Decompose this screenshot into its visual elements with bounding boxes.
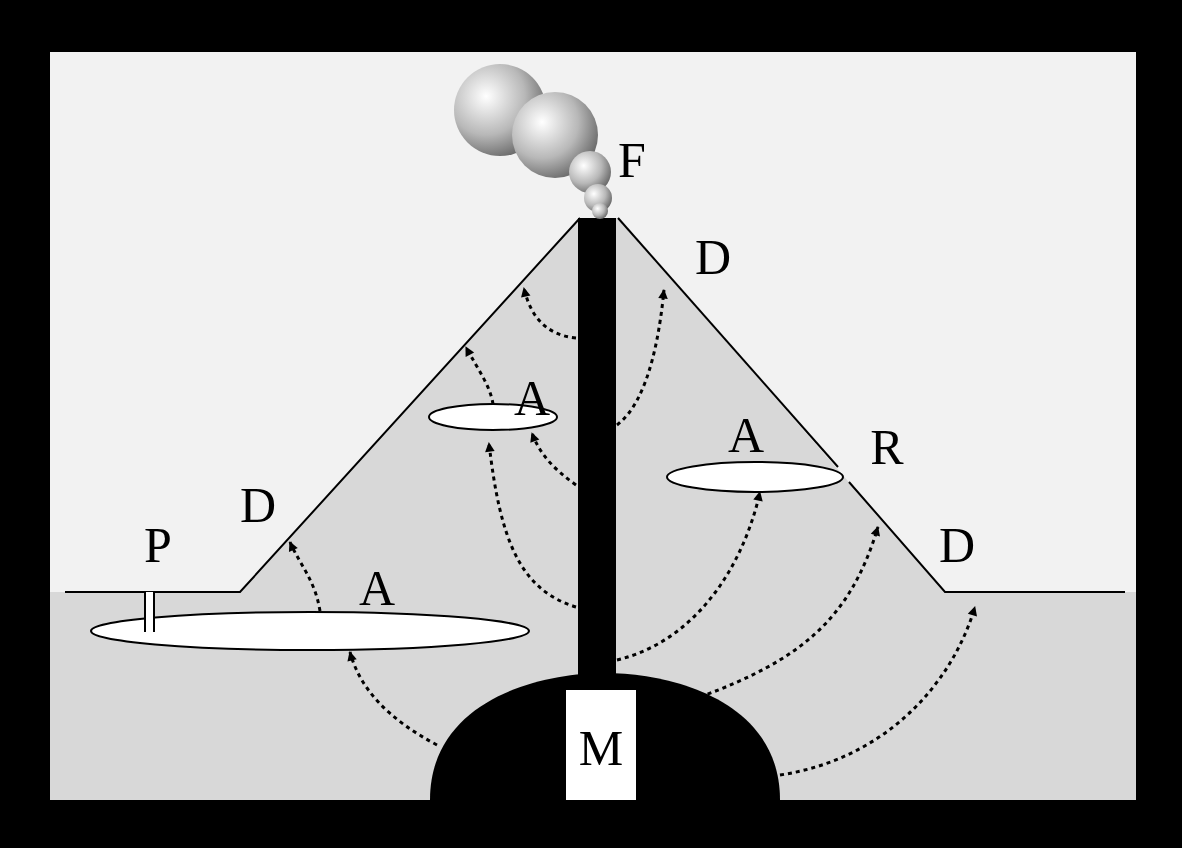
aquifer [667, 462, 843, 492]
well-label: P [144, 520, 172, 570]
well-symbol [145, 592, 154, 632]
fumarole-label: F [618, 135, 646, 185]
slope-label: D [939, 520, 975, 570]
slope-upper-right [618, 218, 838, 467]
magma-chamber [430, 673, 780, 800]
aquifer-label: A [359, 563, 395, 613]
slope-label: D [240, 480, 276, 530]
aquifer-label: A [728, 410, 764, 460]
ground-line-left [65, 218, 580, 592]
label-box [566, 690, 636, 800]
fluid-flow-arrows [290, 288, 975, 775]
slope-label: D [695, 232, 731, 282]
conduit [578, 218, 616, 688]
spring-label: R [870, 422, 903, 472]
sky [50, 52, 1136, 800]
aquifer-label: A [514, 373, 550, 423]
magma-label: M [579, 723, 623, 773]
eruption-plume [454, 64, 612, 219]
ground [50, 218, 1136, 800]
ground-line-right [849, 482, 1125, 592]
aquifer [91, 612, 529, 650]
